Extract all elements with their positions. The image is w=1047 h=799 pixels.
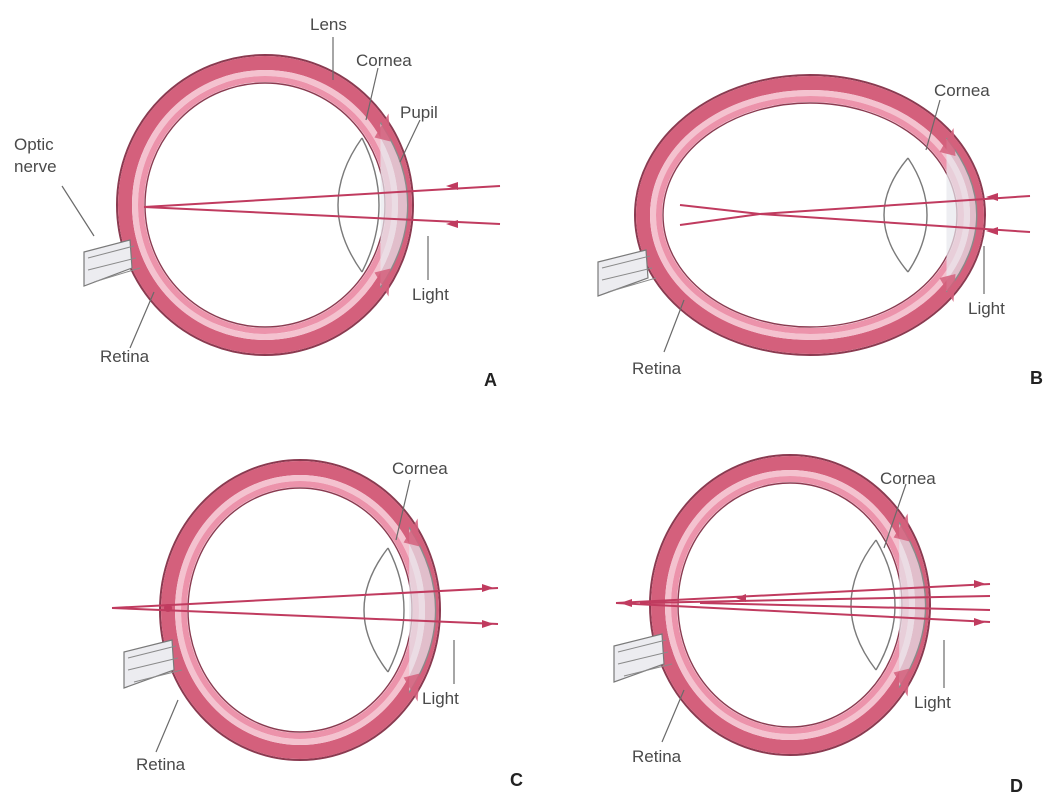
retina-band — [659, 99, 961, 331]
focal-point-icon — [164, 604, 172, 612]
light-ray-icon — [144, 182, 500, 228]
label-optic-line1: Optic — [14, 135, 54, 154]
panel-letter: B — [1030, 368, 1043, 388]
inner-outline — [663, 103, 957, 327]
inner-outline — [188, 488, 412, 732]
label-cornea: Cornea — [934, 81, 990, 100]
arrowhead-icon — [974, 618, 986, 626]
eyeball-icon — [160, 460, 440, 760]
optic-nerve-icon — [84, 240, 140, 286]
cornea-icon — [899, 523, 925, 688]
panel-letter: A — [484, 370, 497, 390]
label-retina: Retina — [136, 755, 186, 774]
choroid-band — [178, 478, 422, 742]
label-retina: Retina — [632, 747, 682, 766]
arrowhead-icon — [482, 620, 494, 628]
arrowhead-icon — [974, 580, 986, 588]
lens-icon — [851, 540, 895, 670]
panel-letter: D — [1010, 776, 1023, 796]
panel-b: Cornea Light Retina B — [598, 75, 1043, 388]
label-lens: Lens — [310, 15, 347, 34]
sclera-band — [168, 468, 432, 752]
lens-icon — [364, 548, 404, 672]
label-cornea: Cornea — [880, 469, 936, 488]
label-pupil: Pupil — [400, 103, 438, 122]
arrowhead-icon — [482, 584, 494, 592]
label-light: Light — [422, 689, 459, 708]
label-light: Light — [914, 693, 951, 712]
choroid-band — [653, 93, 967, 337]
panel-c: Cornea Light Retina C — [112, 459, 523, 790]
eyeball-icon — [635, 75, 985, 355]
label-retina: Retina — [100, 347, 150, 366]
arrowhead-icon — [620, 599, 632, 607]
lens-icon — [884, 158, 927, 272]
label-retina: Retina — [632, 359, 682, 378]
panel-letter: C — [510, 770, 523, 790]
lens-icon — [338, 138, 379, 272]
label-light: Light — [968, 299, 1005, 318]
label-optic-line2: nerve — [14, 157, 57, 176]
label-cornea: Cornea — [356, 51, 412, 70]
panel-a: Lens Cornea Pupil Optic nerve Light Reti… — [14, 15, 500, 390]
cornea-icon — [380, 123, 407, 288]
optic-nerve-icon — [598, 250, 656, 296]
label-cornea: Cornea — [392, 459, 448, 478]
retina-band — [184, 484, 416, 736]
label-light: Light — [412, 285, 449, 304]
cornea-icon — [409, 528, 435, 693]
panel-d: Cornea Light Retina D — [614, 455, 1023, 796]
